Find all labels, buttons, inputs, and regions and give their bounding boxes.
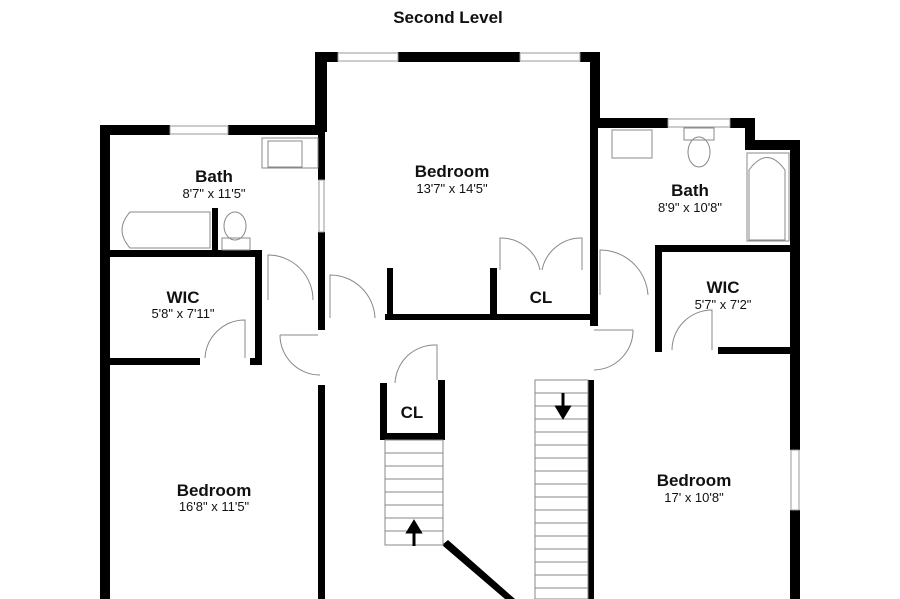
toilet-tank-right — [683, 127, 715, 141]
plan-title: Second Level — [393, 8, 503, 27]
room-dimensions: 8'9" x 10'8" — [658, 200, 722, 215]
bathtub-right — [748, 157, 786, 241]
room-dimensions: 17' x 10'8" — [664, 490, 724, 505]
room-name: Bedroom — [415, 162, 490, 181]
doors — [204, 237, 713, 384]
room-name: CL — [401, 403, 424, 422]
toilet-right — [687, 136, 711, 168]
room-dimensions: 5'7" x 7'2" — [695, 297, 752, 312]
bathtub-left — [121, 211, 211, 249]
room-dimensions: 5'8" x 7'11" — [151, 306, 214, 321]
room-name: Bath — [195, 167, 233, 186]
room-name: WIC — [166, 288, 199, 307]
toilet-left — [223, 211, 247, 241]
vanity-left — [261, 137, 319, 169]
room-dimensions: 13'7" x 14'5" — [416, 181, 488, 196]
room-name: Bedroom — [657, 471, 732, 490]
arrow-up-icon — [405, 519, 423, 546]
fixtures — [121, 127, 790, 251]
room-dimensions: 16'8" x 11'5" — [179, 499, 250, 514]
room-name: WIC — [706, 278, 739, 297]
stairs — [384, 379, 589, 599]
windows — [169, 52, 800, 511]
room-name: Bedroom — [177, 481, 252, 500]
sink-left — [267, 140, 303, 168]
arrow-down-icon — [554, 393, 572, 420]
room-name: CL — [530, 288, 553, 307]
sink-right — [611, 129, 653, 159]
room-name: Bath — [671, 181, 709, 200]
room-dimensions: 8'7" x 11'5" — [182, 186, 245, 201]
room-labels: Bath 8'7" x 11'5" Bedroom 13'7" x 14'5" … — [151, 162, 751, 514]
walls — [100, 52, 800, 599]
